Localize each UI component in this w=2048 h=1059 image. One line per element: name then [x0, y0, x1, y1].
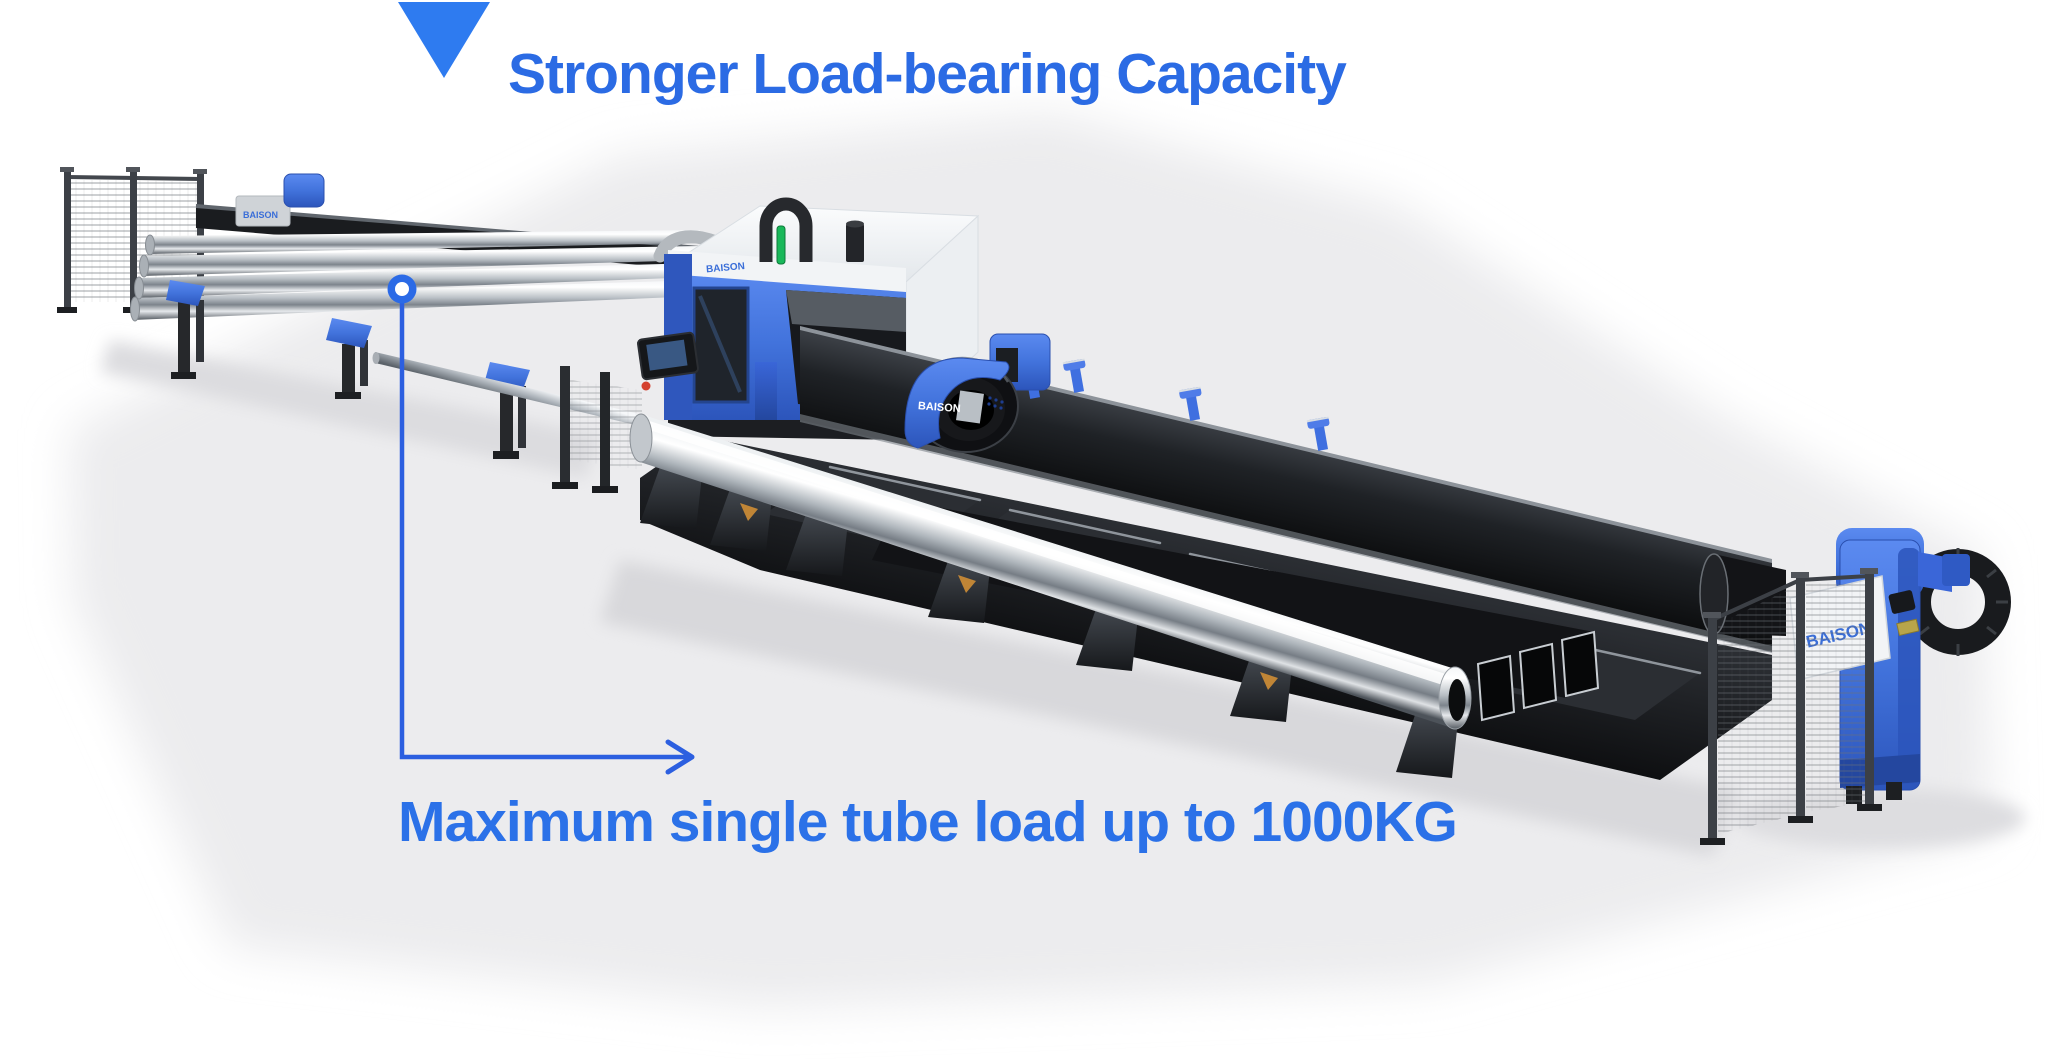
- silver-round-tube: [640, 414, 1452, 728]
- stock-tube: [148, 230, 700, 254]
- tower-side: [1898, 548, 1920, 784]
- feature-caption: Maximum single tube load up to 1000KG: [398, 790, 1458, 854]
- brand-label: BAISON: [243, 210, 278, 220]
- control-panel: [637, 331, 699, 381]
- stock-tube: [137, 263, 700, 298]
- rotary-chuck: BAISON: [904, 333, 1051, 453]
- opening-lintel: [786, 290, 906, 332]
- tube-end: [134, 276, 144, 300]
- tube-left-end: [629, 413, 653, 463]
- guard-post: [600, 372, 610, 490]
- stock-tube: [133, 280, 700, 320]
- tube-bore: [1448, 679, 1466, 721]
- tube-end: [139, 254, 149, 278]
- fence-post-cap: [1703, 612, 1721, 618]
- right-safety-fence: [1700, 568, 1882, 845]
- fence-foot: [1788, 816, 1813, 823]
- clamp-head: [283, 173, 325, 208]
- brand-label: BAISON: [706, 261, 746, 275]
- bed-beam: [800, 330, 1772, 652]
- feeder-box: [235, 195, 291, 227]
- rail-end: [372, 352, 380, 364]
- front-pillar: [755, 362, 777, 420]
- brand-chip: BAISON: [699, 256, 749, 277]
- square-tube-ends: [1476, 630, 1600, 722]
- workpiece-in-chuck: [956, 390, 984, 424]
- guard-foot: [592, 486, 618, 493]
- tube-end: [145, 234, 155, 256]
- fence-mesh-panel: [71, 180, 130, 302]
- tube-end: [130, 296, 140, 322]
- fence-post: [130, 170, 137, 310]
- table-trestle: [326, 318, 372, 399]
- guard-post: [560, 366, 570, 486]
- bed-lower-edge: [800, 414, 1772, 653]
- fence-foot: [1857, 804, 1882, 811]
- fence-post: [1708, 616, 1717, 840]
- cable-chain-arch: [759, 197, 813, 262]
- fence-post: [1865, 572, 1874, 806]
- screen: [646, 339, 688, 371]
- tube-highlight: [640, 418, 1452, 688]
- brand-label: BAISON: [918, 400, 962, 415]
- fence-mesh-panel: [1718, 584, 1800, 834]
- table-trestle: [166, 280, 205, 379]
- unit-foot: [1886, 782, 1902, 800]
- fence-foot: [1700, 838, 1725, 845]
- fence-post: [1796, 576, 1805, 818]
- stack-top: [846, 220, 864, 228]
- fence-post-cap: [1791, 572, 1809, 578]
- arm-elbow: [1942, 554, 1970, 586]
- chain-links: [1919, 548, 2008, 656]
- fence-post-cap: [1860, 568, 1878, 574]
- fence-post-cap: [193, 169, 207, 174]
- page-title: Stronger Load-bearing Capacity: [508, 42, 1347, 107]
- fence-post: [64, 170, 71, 310]
- fence-post-cap: [126, 167, 140, 172]
- chuck-shroud: [904, 357, 1010, 449]
- exhaust-stack: [846, 224, 864, 262]
- green-indicator-light: [776, 225, 786, 265]
- window-reflection: [698, 295, 742, 393]
- fence-foot: [57, 307, 77, 313]
- fence-mesh-panel: [1806, 580, 1869, 812]
- stock-tube: [142, 246, 700, 276]
- fence-post-cap: [60, 167, 74, 172]
- bed-shadow: [600, 560, 1740, 856]
- panel-fittings: [1888, 590, 1920, 637]
- emergency-button: [641, 381, 651, 391]
- guard-foot: [552, 482, 578, 489]
- shroud-vents: [987, 396, 1004, 410]
